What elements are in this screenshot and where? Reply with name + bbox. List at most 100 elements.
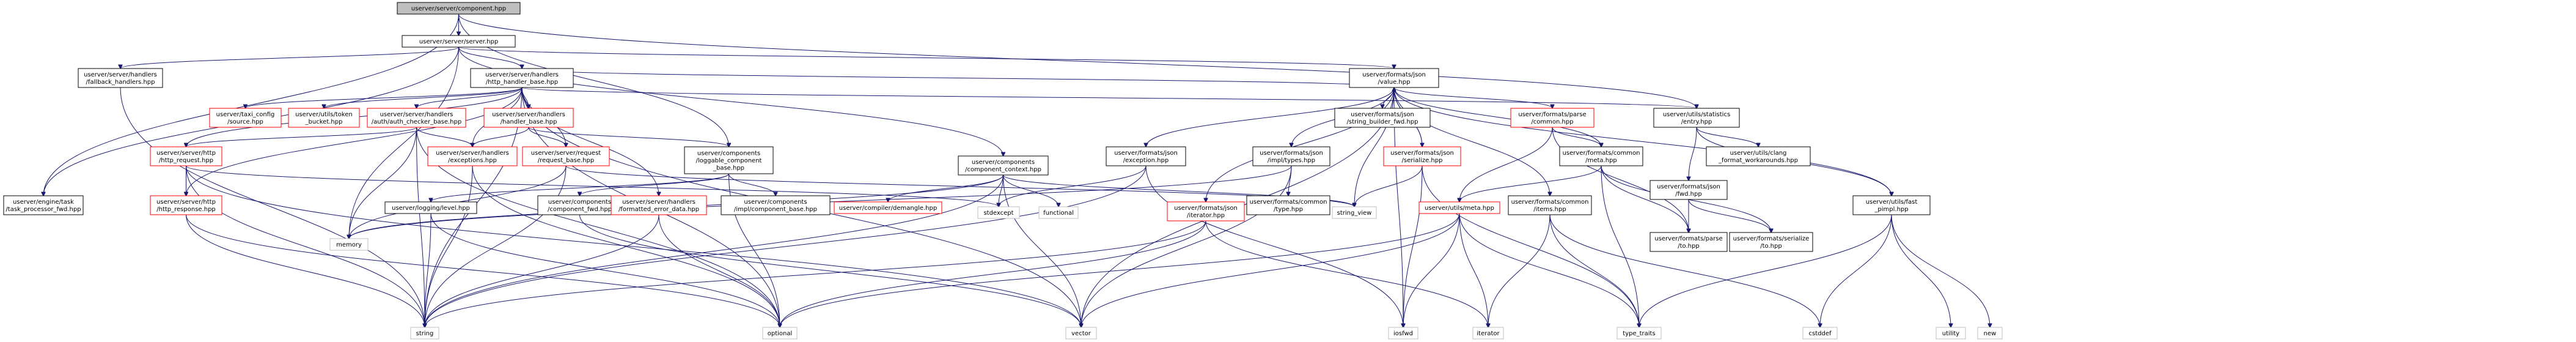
edge-server-to-http_handler_base <box>458 46 523 69</box>
node-cstddef: cstddef <box>1802 327 1838 340</box>
node-string: string <box>410 327 439 340</box>
edge-json_serialize-to-iosfwd <box>1403 165 1423 327</box>
node-handler_base-label-line-0: userver/server/handlers <box>492 111 565 118</box>
node-token_bucket[interactable]: userver/utils/token_bucket.hpp <box>288 108 360 128</box>
node-request_base[interactable]: userver/server/request/request_base.hpp <box>522 146 610 166</box>
node-json_impl_types[interactable]: userver/formats/json/impl/types.hpp <box>1252 146 1330 166</box>
edge-utils_meta-to-optional <box>780 213 1460 327</box>
node-vector-box <box>1065 327 1097 340</box>
node-memory: memory <box>329 238 369 251</box>
node-json_impl_types-label-line-1: /impl/types.hpp <box>1268 157 1315 164</box>
node-loggable[interactable]: userver/components/loggable_component_ba… <box>684 146 774 174</box>
edge-parse_common-to-utils_meta <box>1459 127 1553 202</box>
node-demangle-label-line-0: userver/compiler/demangle.hpp <box>839 205 937 212</box>
node-http_handler_base[interactable]: userver/server/handlers/http_handler_bas… <box>470 68 574 88</box>
edge-http_response-to-optional <box>186 214 780 327</box>
node-common_items-label-line-0: userver/formats/common <box>1511 199 1589 206</box>
node-json_exception[interactable]: userver/formats/json/exception.hpp <box>1106 146 1186 166</box>
node-exceptions[interactable]: userver/server/handlers/exceptions.hpp <box>427 146 518 166</box>
edge-loggable-to-impl_component_base <box>728 173 776 196</box>
node-string_builder_fwd-label-line-1: /string_builder_fwd.hpp <box>1346 119 1418 125</box>
node-http_handler_base-label-line-0: userver/server/handlers <box>485 72 559 78</box>
edge-json_exception-to-stdexcept <box>999 165 1147 207</box>
node-new-label-line-0: new <box>1984 330 1997 337</box>
node-logging_level[interactable]: userver/logging/level.hpp <box>384 201 477 214</box>
node-fast_pimpl[interactable]: userver/utils/fast_pimpl.hpp <box>1852 195 1931 215</box>
node-common_type-label-line-1: /type.hpp <box>1274 206 1303 213</box>
node-demangle-box <box>834 201 942 214</box>
node-functional-box <box>1038 206 1079 219</box>
node-utils_meta[interactable]: userver/utils/meta.hpp <box>1418 201 1500 214</box>
edge-common_items-to-cstddef <box>1549 214 1820 327</box>
node-formats_common_meta[interactable]: userver/formats/common/meta.hpp <box>1559 146 1643 166</box>
node-string_builder_fwd[interactable]: userver/formats/json/string_builder_fwd.… <box>1334 108 1431 128</box>
edge-json_value-to-string_builder_fwd <box>1382 87 1395 108</box>
node-stats_entry-label-line-0: userver/utils/statistics <box>1663 111 1730 118</box>
edge-json_serialize-to-string_view <box>1354 165 1423 207</box>
node-utility: utility <box>1936 327 1966 340</box>
node-component_context[interactable]: userver/components/component_context.hpp <box>958 155 1049 176</box>
node-taxi_config-box <box>209 108 282 128</box>
node-taxi_config[interactable]: userver/taxi_config/source.hpp <box>209 108 282 128</box>
node-clang_workarounds[interactable]: userver/utils/clang_format_workarounds.h… <box>1706 146 1811 166</box>
node-impl_component_base[interactable]: userver/components/impl/component_base.h… <box>721 195 831 215</box>
node-component[interactable]: userver/server/component.hpp <box>397 2 521 15</box>
node-string_builder_fwd-label-line-0: userver/formats/json <box>1351 111 1414 118</box>
node-json_iterator-box <box>1167 201 1245 221</box>
node-stdexcept: stdexcept <box>977 206 1020 219</box>
node-json_serialize[interactable]: userver/formats/json/serialize.hpp <box>1383 146 1461 166</box>
node-token_bucket-box <box>288 108 360 128</box>
node-stats_entry-label-line-1: /entry.hpp <box>1681 119 1712 125</box>
node-formatted_error[interactable]: userver/server/handlers/formatted_error_… <box>611 195 707 215</box>
node-http_request-box <box>150 146 222 166</box>
node-http_request[interactable]: userver/server/http/http_request.hpp <box>150 146 222 166</box>
node-serialize_to[interactable]: userver/formats/serialize/to.hpp <box>1729 232 1813 252</box>
node-json_impl_types-label-line-0: userver/formats/json <box>1260 150 1323 157</box>
node-server-label-line-0: userver/server/server.hpp <box>419 39 498 45</box>
node-handler_base-label-line-1: /handler_base.hpp <box>501 119 557 125</box>
edge-loggable-to-component_fwd <box>580 173 729 196</box>
node-fallback-box <box>78 68 163 88</box>
node-task_processor_fwd[interactable]: userver/engine/task/task_processor_fwd.h… <box>3 195 84 215</box>
node-serialize_to-box <box>1729 232 1813 252</box>
node-component_fwd-label-line-0: userver/components <box>548 199 611 206</box>
node-auth_checker[interactable]: userver/server/handlers/auth/auth_checke… <box>367 108 466 128</box>
node-clang_workarounds-label-line-0: userver/utils/clang <box>1730 150 1787 157</box>
node-json_iterator[interactable]: userver/formats/json/iterator.hpp <box>1167 201 1245 221</box>
node-component-label-line-0: userver/server/component.hpp <box>411 6 506 12</box>
node-parse_to[interactable]: userver/formats/parse/to.hpp <box>1649 232 1728 252</box>
node-type_traits-box <box>1616 327 1662 340</box>
edge-json_value-to-json_exception <box>1146 87 1395 147</box>
node-iosfwd: iosfwd <box>1388 327 1418 340</box>
node-http_response[interactable]: userver/server/http/http_response.hpp <box>150 195 222 215</box>
node-json_value[interactable]: userver/formats/json/value.hpp <box>1349 68 1439 88</box>
edge-json_iterator-to-iterator <box>1205 220 1488 327</box>
node-fallback-label-line-1: /fallback_handlers.hpp <box>86 79 155 86</box>
node-formatted_error-label-line-0: userver/server/handlers <box>622 199 695 206</box>
node-http_response-label-line-1: /http_response.hpp <box>156 206 216 213</box>
node-demangle[interactable]: userver/compiler/demangle.hpp <box>834 201 942 214</box>
node-serialize_to-label-line-0: userver/formats/serialize <box>1733 236 1810 242</box>
edge-server-to-json_value <box>458 46 1395 69</box>
node-json_fwd[interactable]: userver/formats/json/fwd.hpp <box>1649 180 1728 200</box>
node-handler_base[interactable]: userver/server/handlers/handler_base.hpp <box>483 108 574 128</box>
edge-common_items-to-type_traits <box>1549 214 1639 327</box>
node-optional: optional <box>762 327 798 340</box>
node-component_fwd[interactable]: userver/components/component_fwd.hpp <box>537 195 622 215</box>
node-parse_common[interactable]: userver/formats/parse/common.hpp <box>1510 108 1594 128</box>
node-http_handler_base-label-line-1: /http_handler_base.hpp <box>486 79 558 86</box>
node-server[interactable]: userver/server/server.hpp <box>402 35 516 48</box>
node-common_type[interactable]: userver/formats/common/type.hpp <box>1246 195 1330 215</box>
node-formatted_error-label-line-1: /formatted_error_data.hpp <box>618 206 699 213</box>
edge-http_request-to-vector <box>186 165 1082 327</box>
node-common_items[interactable]: userver/formats/common/items.hpp <box>1508 195 1592 215</box>
node-fallback[interactable]: userver/server/handlers/fallback_handler… <box>78 68 163 88</box>
node-string_view: string_view <box>1332 206 1377 219</box>
edge-json_value-to-common_items <box>1393 87 1550 196</box>
edge-handler_base-to-request_base <box>528 127 566 147</box>
edge-http_request-to-string <box>186 165 425 327</box>
node-functional: functional <box>1038 206 1079 219</box>
edge-server-to-fallback <box>120 46 459 69</box>
node-stats_entry[interactable]: userver/utils/statistics/entry.hpp <box>1653 108 1740 128</box>
